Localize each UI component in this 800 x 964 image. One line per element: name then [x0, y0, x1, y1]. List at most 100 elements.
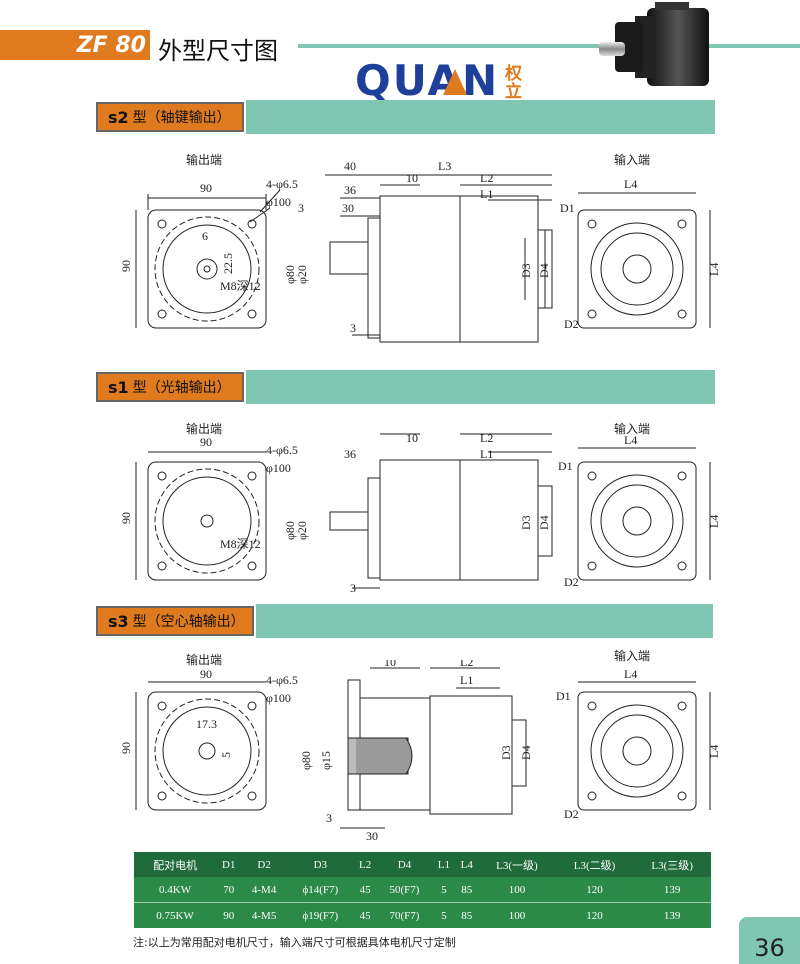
- s2-dim-L1: L1: [480, 187, 493, 201]
- table-cell: 85: [461, 883, 473, 896]
- table-cell: 100: [478, 902, 556, 928]
- col-motor: 配对电机: [134, 852, 217, 877]
- s2-input-label: 输入端: [614, 153, 651, 167]
- s2-dim-key-w: 6: [202, 229, 208, 243]
- s1-output-label: 输出端: [186, 422, 223, 436]
- table-cell: 139: [663, 883, 681, 896]
- s1-input-label: 输入端: [614, 422, 651, 436]
- table-cell: 139: [633, 902, 711, 928]
- s3-dim-L2: L2: [460, 660, 473, 669]
- s2-dim-D4: D4: [537, 263, 551, 278]
- section-s3-desc: （空心轴输出）: [146, 614, 245, 630]
- table-cell: 45: [359, 883, 371, 896]
- s3-dim-L1: L1: [460, 673, 473, 687]
- s1-dim-10: 10: [406, 431, 418, 445]
- s2-dim-3b: 3: [350, 321, 356, 335]
- s2-dim-d80: φ80: [283, 265, 297, 284]
- table-cell: 120: [586, 883, 603, 896]
- s1-dim-3b: 3: [350, 581, 356, 595]
- s2-drawing: 90 4-φ6.5 φ100 90 6 22.5 M8深12 40 36 30 …: [120, 160, 720, 343]
- spec-table-header: 配对电机 D1 D2 D3 L2 D4 L1 L4 L3(一级) L3(二级) …: [134, 852, 711, 877]
- s3-dim-D1: D1: [556, 689, 571, 703]
- header-rule: [298, 44, 800, 48]
- table-cell: 0.75KW: [134, 902, 217, 928]
- brand-cn-bottom: 立: [505, 81, 522, 102]
- section-s3-type: s3: [108, 611, 129, 631]
- s2-flange-outline: [147, 209, 267, 329]
- section-s3-bar: [256, 604, 713, 638]
- s3-dim-L4: L4: [624, 667, 637, 681]
- s3-dim-key-w: 5: [219, 752, 233, 758]
- s1-dim-thread: M8深12: [220, 537, 261, 551]
- section-s2-type: s2: [108, 107, 129, 127]
- s3-dim-10: 10: [384, 660, 396, 669]
- s2-dim-d20: φ20: [295, 265, 309, 284]
- model-tag: ZF 80: [0, 30, 150, 60]
- s3-dim-holes: 4-φ6.5: [266, 673, 298, 687]
- s2-dim-L4: L4: [624, 177, 637, 191]
- s3-dim-side: 90: [120, 742, 133, 754]
- s2-dim-key-h: 22.5: [221, 253, 235, 274]
- s3-dim-L4v: L4: [707, 745, 720, 758]
- s2-dim-D1: D1: [560, 201, 575, 215]
- s1-dim-d20: φ20: [295, 521, 309, 540]
- s2-dim-36: 36: [344, 183, 356, 197]
- table-cell: 90: [216, 902, 242, 928]
- table-cell: 120: [555, 902, 634, 928]
- s3-dim-D2: D2: [564, 807, 579, 821]
- s3-drawing: 90 4-φ6.5 φ100 90 17.3 5 4 L3 10 L2 L1 3…: [120, 660, 720, 843]
- section-s1-bar: [246, 370, 715, 404]
- section-s1-suffix: 型: [132, 380, 147, 396]
- s2-dim-10: 10: [406, 171, 418, 185]
- s2-dim-L3: L3: [438, 160, 451, 173]
- col-l3-1: L3(一级): [478, 852, 556, 877]
- s1-dim-L4: L4: [624, 433, 637, 447]
- s2-dim-L2: L2: [480, 171, 493, 185]
- s3-dim-30: 30: [366, 829, 378, 843]
- col-l3-3: L3(三级): [633, 852, 711, 877]
- s2-dim-pcd: φ100: [266, 195, 291, 209]
- spec-table: 配对电机 D1 D2 D3 L2 D4 L1 L4 L3(一级) L3(二级) …: [134, 852, 711, 928]
- s2-dim-40: 40: [344, 160, 356, 173]
- section-s2-desc: （轴键输出）: [146, 110, 231, 126]
- s1-dim-side: 90: [120, 512, 133, 524]
- col-d3: D3: [286, 852, 354, 877]
- s2-dim-side: 90: [120, 260, 133, 272]
- table-cell: 85: [455, 902, 479, 928]
- s2-dim-30: 30: [342, 201, 354, 215]
- section-s2-bar: [246, 100, 715, 134]
- s1-drawing: 90 4-φ6.5 φ100 90 M8深12 40 36 3 L3 10 L2…: [120, 431, 720, 595]
- s1-dim-pcd: φ100: [266, 461, 291, 475]
- col-d2: D2: [241, 852, 287, 877]
- s1-dim-D3: D3: [519, 515, 533, 530]
- col-l1: L1: [432, 852, 456, 877]
- s3-dim-3b: 3: [326, 811, 332, 825]
- s1-dim-L2: L2: [480, 431, 493, 445]
- col-d1: D1: [216, 852, 242, 877]
- s1-dim-d80: φ80: [283, 521, 297, 540]
- s3-dim-flange: 90: [200, 667, 212, 681]
- table-cell: ϕ19(F7): [286, 902, 354, 928]
- s1-dim-L1: L1: [480, 447, 493, 461]
- table-cell: ϕ14(F7): [302, 883, 339, 896]
- s3-dim-bore-h: 17.3: [196, 717, 217, 731]
- col-d4: D4: [376, 852, 433, 877]
- s2-dim-flange: 90: [200, 181, 212, 195]
- s1-dim-flange: 90: [200, 435, 212, 449]
- section-s2-suffix: 型: [132, 110, 147, 126]
- table-cell: 70: [223, 883, 235, 896]
- section-s1-type: s1: [108, 377, 129, 397]
- s2-dim-thread: M8深12: [220, 279, 261, 293]
- s3-dim-pcd: φ100: [266, 691, 291, 705]
- brand-triangle-icon: [443, 69, 467, 95]
- s1-dim-D2: D2: [564, 575, 579, 589]
- s2-dim-D3: D3: [519, 263, 533, 278]
- s1-dim-D4: D4: [537, 515, 551, 530]
- col-l3-2: L3(二级): [555, 852, 634, 877]
- s2-output-label: 输出端: [186, 153, 223, 167]
- s3-input-label: 输入端: [614, 649, 651, 663]
- s1-dim-holes: 4-φ6.5: [266, 443, 298, 457]
- table-cell: 50(F7): [389, 883, 420, 896]
- table-cell: 100: [508, 883, 526, 896]
